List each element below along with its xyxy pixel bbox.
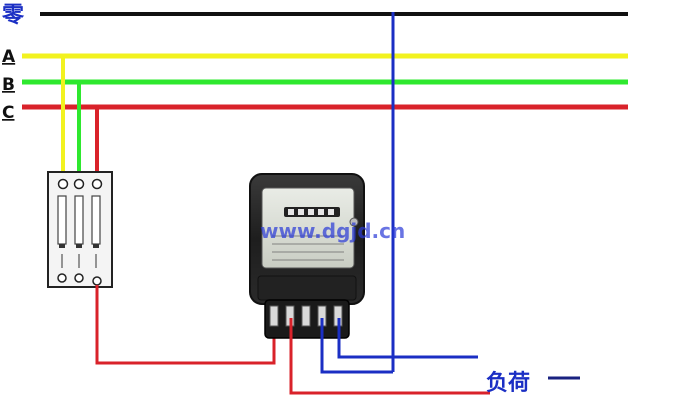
- load-label: 负荷: [486, 371, 530, 396]
- load-blue-wire-1: [320, 318, 393, 374]
- phase-c-label: C: [2, 103, 14, 123]
- energy-meter: [249, 173, 365, 339]
- phase-b-label: B: [2, 75, 15, 95]
- watermark-text: www.dgjd.cn: [260, 219, 405, 243]
- neutral-label: 零: [1, 3, 25, 28]
- load-blue-wire-2: [337, 318, 478, 359]
- load-red-wire: [289, 318, 490, 395]
- switch-to-meter-wire: [95, 285, 276, 365]
- three-pole-switch: [47, 171, 113, 288]
- phase-a-label: A: [2, 47, 16, 67]
